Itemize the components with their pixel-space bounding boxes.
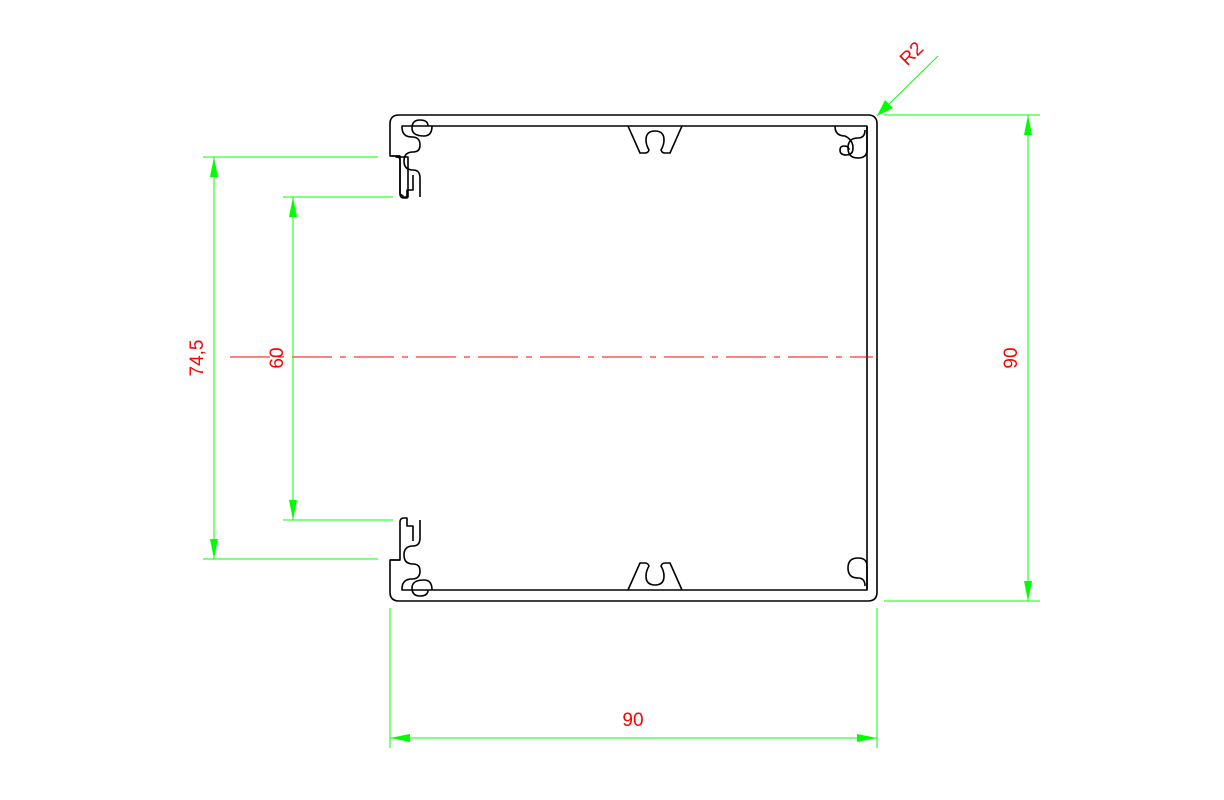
corner-hook-bottom-right	[847, 557, 868, 590]
arrow-width-left	[390, 734, 410, 742]
corner-hook-top-right	[847, 126, 868, 159]
slot-top-left	[411, 119, 433, 137]
height-label: 90	[1001, 347, 1022, 368]
screw-channel-top	[627, 125, 683, 154]
opening-outer-label: 74,5	[187, 340, 208, 377]
dimension-labels: 90 90 74,5 60 R2	[187, 38, 1022, 731]
left-flange-top	[390, 155, 414, 199]
arrowheads	[210, 100, 1032, 742]
opening-inner-label: 60	[267, 347, 288, 368]
outer-shell	[389, 114, 878, 602]
arrow-745-top	[210, 157, 218, 177]
arrow-60-bottom	[289, 500, 297, 520]
arrow-60-top	[289, 197, 297, 217]
dimension-lines	[203, 55, 1040, 748]
left-flange-bottom	[390, 517, 414, 561]
slot-top-right	[834, 125, 854, 156]
profile-outline	[389, 114, 878, 602]
width-label: 90	[622, 710, 643, 731]
arrow-height-bottom	[1024, 581, 1032, 601]
arrow-r2	[877, 100, 893, 116]
slot-bottom-left	[411, 579, 433, 597]
arrow-height-top	[1024, 115, 1032, 135]
corner-radius-label: R2	[896, 38, 928, 70]
inner-contour	[401, 125, 868, 591]
arrow-745-bottom	[210, 539, 218, 559]
screw-channel-bottom	[627, 562, 683, 591]
arrow-width-right	[857, 734, 877, 742]
